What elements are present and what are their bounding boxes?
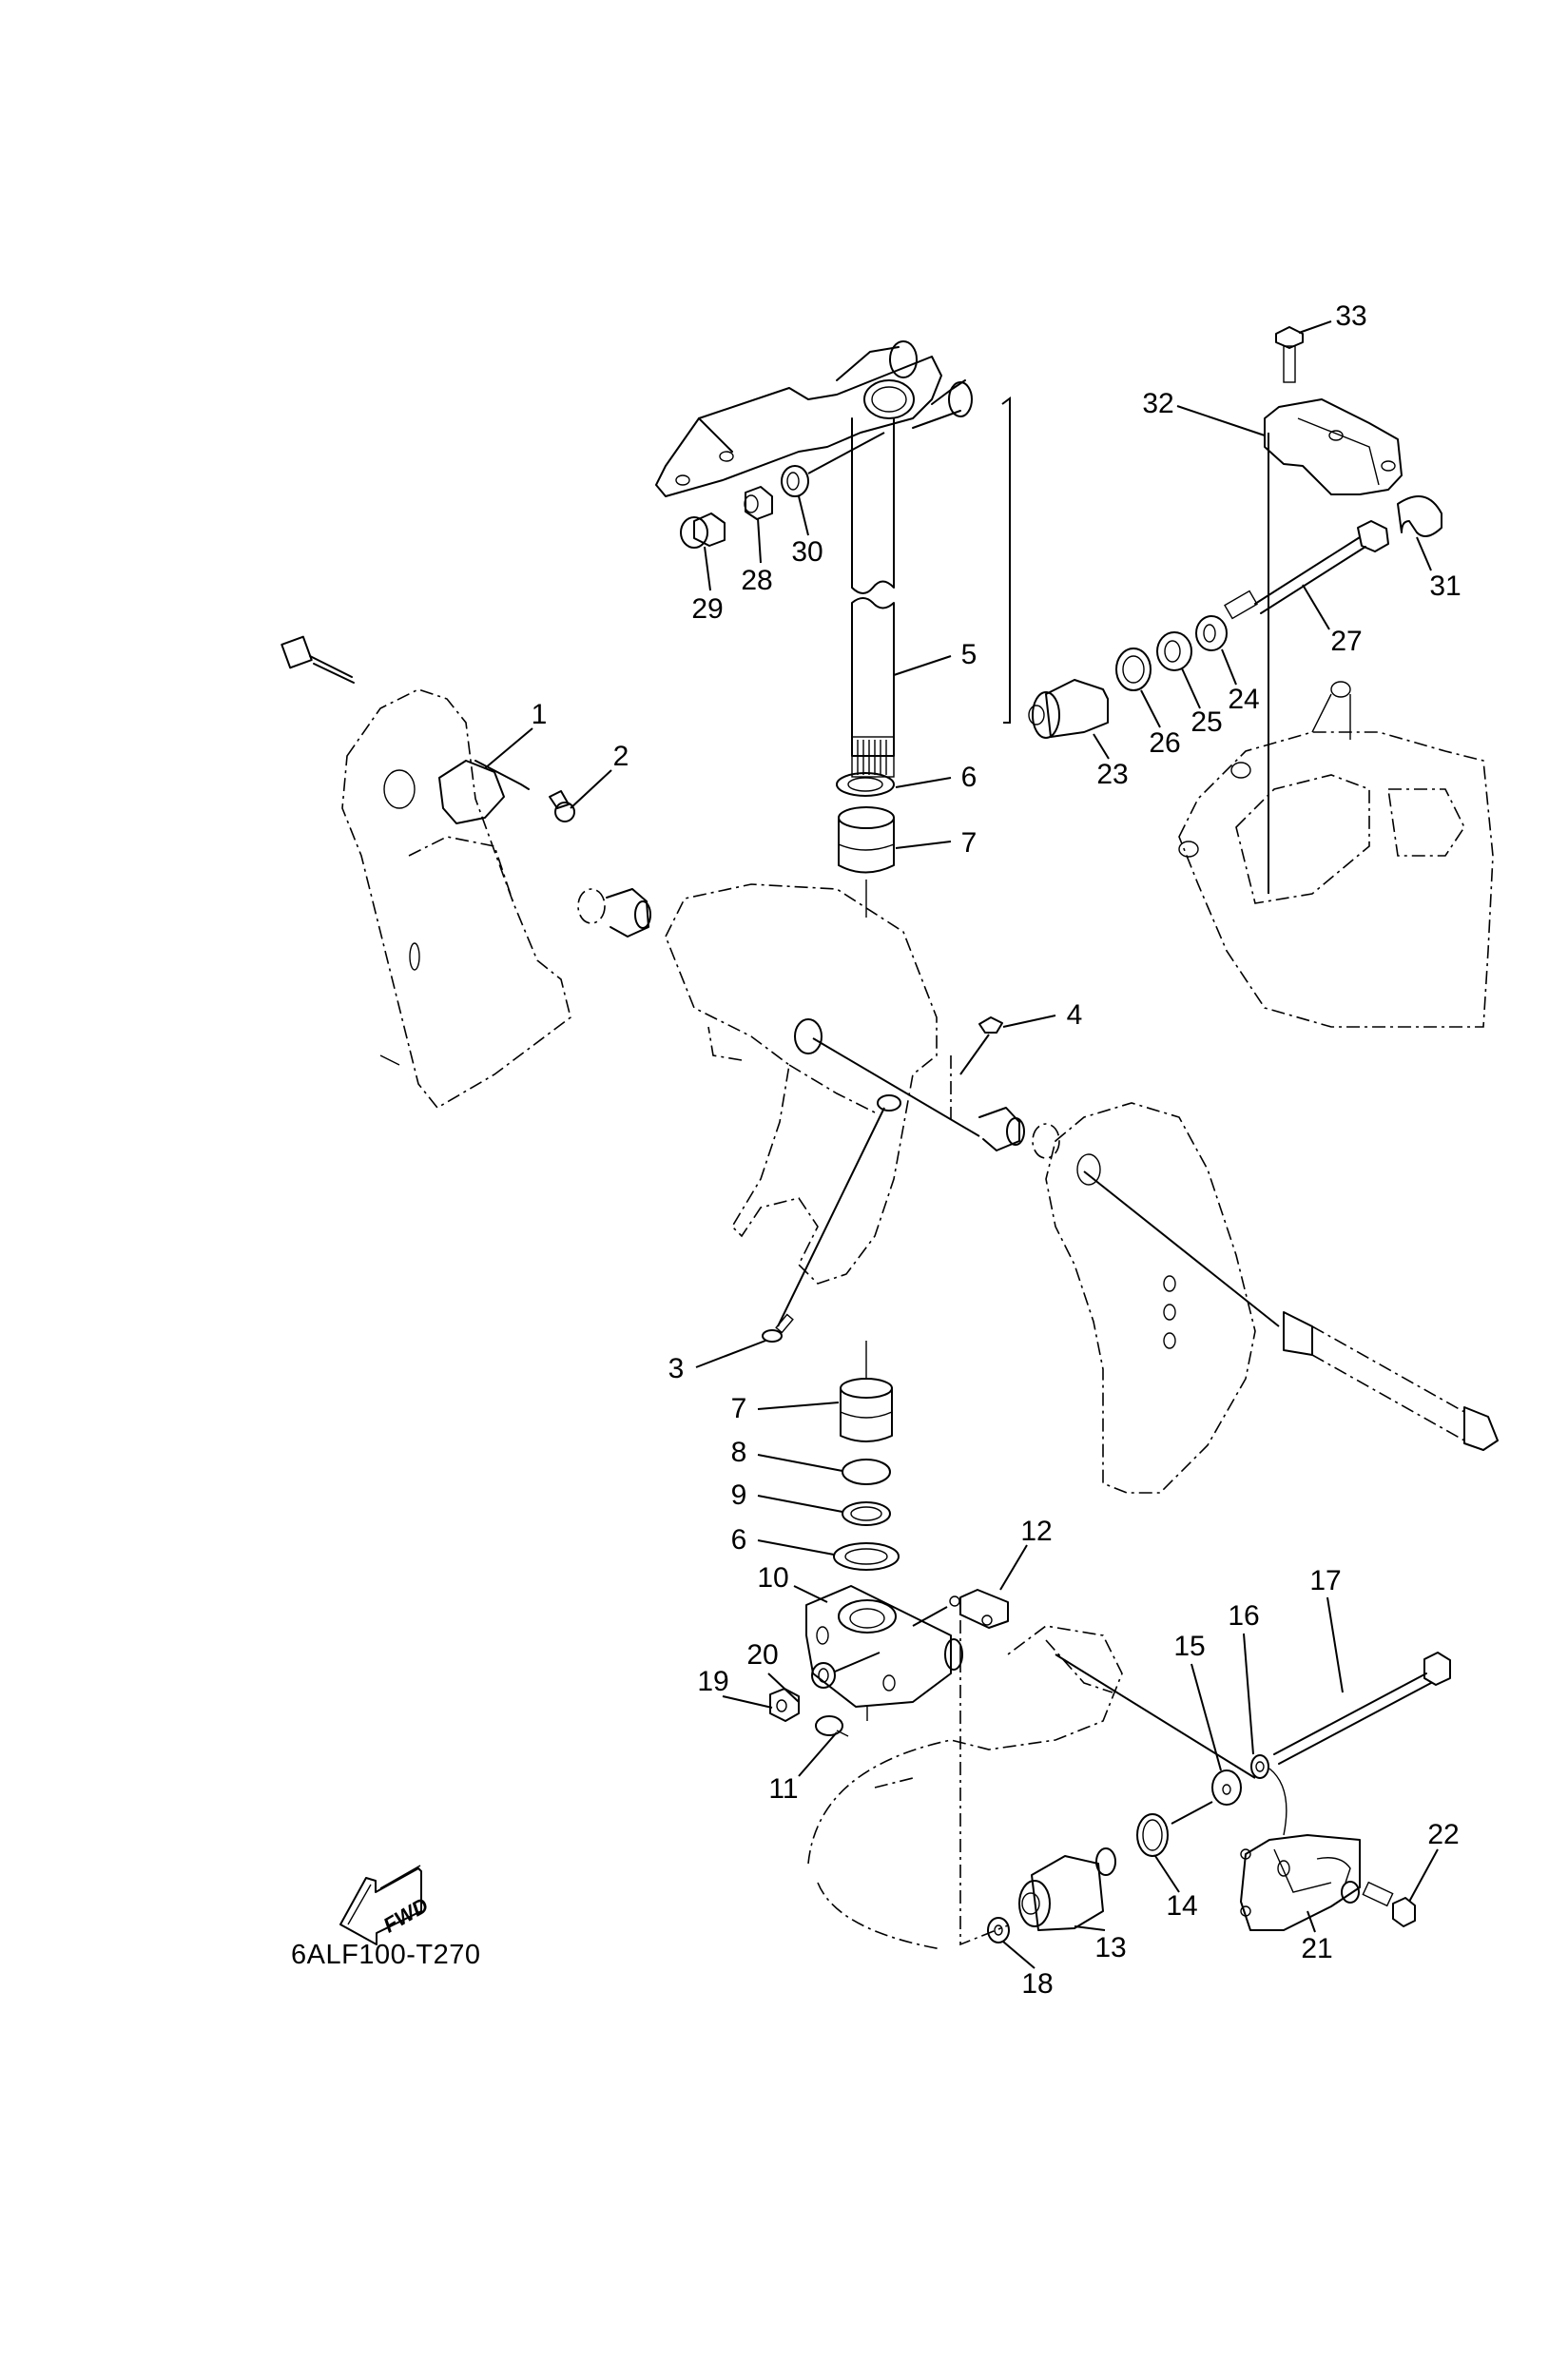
callout-20: 20 (746, 1639, 779, 1671)
leader-lines (484, 320, 1439, 1969)
callout-6-upper: 6 (960, 762, 978, 793)
figure-code: 6ALF100-T270 (291, 1940, 481, 1970)
steering-arm (655, 340, 973, 497)
right-tilt-bushing (978, 1107, 1060, 1159)
callout-19: 19 (697, 1666, 729, 1697)
engine-mount-housing (1178, 681, 1494, 1028)
callout-6-lower: 6 (730, 1524, 747, 1556)
swivel-bracket (665, 883, 980, 1327)
callout-24: 24 (1228, 684, 1260, 715)
callout-8: 8 (730, 1437, 747, 1468)
screw-3-and-nipple-4 (762, 1016, 1003, 1343)
right-clamp-bracket (1045, 1102, 1499, 1494)
callout-4: 4 (1066, 999, 1083, 1031)
callout-31: 31 (1429, 570, 1462, 602)
lower-mount-assembly (987, 1652, 1451, 1943)
callout-3: 3 (668, 1353, 685, 1384)
callout-2: 2 (612, 741, 629, 772)
callout-25: 25 (1191, 706, 1223, 738)
callout-1: 1 (531, 699, 548, 730)
steering-shaft (851, 417, 895, 778)
callout-27: 27 (1330, 626, 1363, 657)
callout-10: 10 (757, 1562, 789, 1594)
callout-26: 26 (1149, 727, 1181, 759)
callout-22: 22 (1427, 1819, 1460, 1850)
callout-30: 30 (791, 536, 823, 568)
callout-15: 15 (1173, 1631, 1206, 1662)
left-tilt-bushing (577, 888, 651, 938)
callout-32: 32 (1142, 388, 1174, 419)
lower-bushing-stack (833, 1341, 900, 1571)
callout-7-lower: 7 (730, 1393, 747, 1424)
callout-28: 28 (741, 565, 773, 596)
callout-29: 29 (691, 593, 724, 625)
upper-bushing-stack (836, 772, 895, 918)
callout-14: 14 (1166, 1890, 1198, 1922)
callout-9: 9 (730, 1479, 747, 1511)
callout-21: 21 (1301, 1933, 1333, 1964)
callout-5: 5 (960, 639, 978, 670)
left-clamp-bracket (281, 635, 575, 1110)
fwd-label: FWD (379, 1893, 433, 1938)
upper-mount-assembly (1028, 326, 1442, 739)
forward-direction-arrow-icon: FWD (339, 1865, 433, 1945)
callout-11: 11 (768, 1773, 799, 1805)
lower-steering-yoke (769, 1585, 1009, 1737)
callout-16: 16 (1228, 1600, 1260, 1632)
callout-7-upper: 7 (960, 827, 978, 859)
callout-23: 23 (1096, 759, 1129, 790)
parts-28-29-30 (680, 432, 885, 549)
callout-18: 18 (1021, 1968, 1054, 2000)
callout-17: 17 (1309, 1565, 1342, 1596)
callout-13: 13 (1094, 1932, 1127, 1963)
lower-casing-outline (807, 1607, 1256, 1950)
callout-33: 33 (1335, 300, 1367, 332)
callout-12: 12 (1020, 1516, 1053, 1547)
